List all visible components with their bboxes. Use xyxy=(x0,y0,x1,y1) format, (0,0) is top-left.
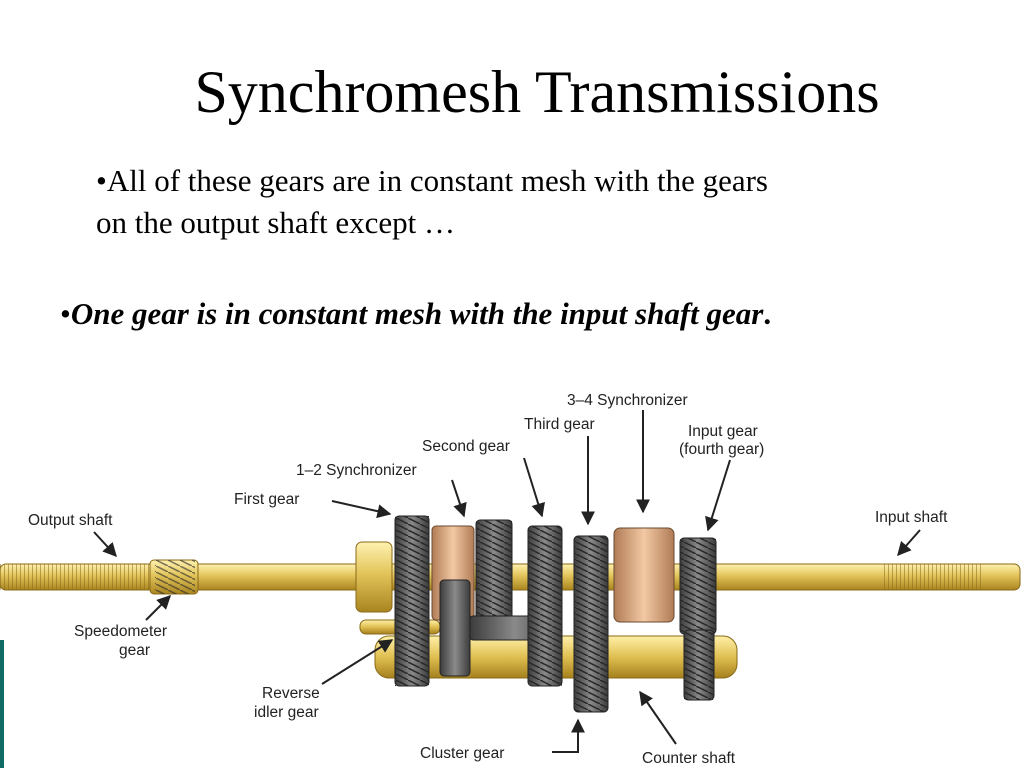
leader-arrows xyxy=(93,410,921,753)
label-cluster-gear: Cluster gear xyxy=(420,745,504,762)
bullet-line-1: All of these gears are in constant mesh … xyxy=(106,163,768,198)
bullet-constant-mesh: •All of these gears are in constant mesh… xyxy=(96,160,976,244)
label-third-gear: Third gear xyxy=(524,416,595,433)
bullet-marker: • xyxy=(96,163,107,198)
label-counter-shaft: Counter shaft xyxy=(642,750,736,767)
first-gear xyxy=(355,515,430,687)
label-input-shaft: Input shaft xyxy=(875,509,948,526)
label-input-gear-2: (fourth gear) xyxy=(679,441,764,458)
synchronizer-3-4 xyxy=(613,527,675,623)
slide-title: Synchromesh Transmissions xyxy=(194,59,880,125)
label-reverse-2: idler gear xyxy=(254,704,319,721)
transmission-diagram: 3–4 Synchronizer Third gear Input gear (… xyxy=(0,392,1021,767)
label-synchronizer-3-4: 3–4 Synchronizer xyxy=(567,392,688,409)
bullet-input-shaft-gear: •One gear is in constant mesh with the i… xyxy=(60,294,1020,334)
bullet-tail: . xyxy=(763,296,772,331)
label-speedometer-1: Speedometer xyxy=(74,623,167,640)
label-reverse-1: Reverse xyxy=(262,685,320,702)
slide-accent-bar xyxy=(0,640,4,768)
input-gear xyxy=(679,537,717,701)
label-speedometer-2: gear xyxy=(119,642,150,659)
bullet-marker: • xyxy=(60,296,71,331)
bullet-emphasis: One gear is in constant mesh with the in… xyxy=(70,296,764,331)
label-input-gear-1: Input gear xyxy=(688,423,758,440)
label-synchronizer-1-2: 1–2 Synchronizer xyxy=(296,462,417,479)
third-gear-assembly xyxy=(527,525,609,713)
label-output-shaft: Output shaft xyxy=(28,512,113,529)
bullet-line-2: on the output shaft except … xyxy=(96,205,455,240)
label-first-gear: First gear xyxy=(234,491,299,508)
synchronizer-1-2 xyxy=(431,525,475,677)
second-gear xyxy=(475,519,513,621)
label-second-gear: Second gear xyxy=(422,438,510,455)
